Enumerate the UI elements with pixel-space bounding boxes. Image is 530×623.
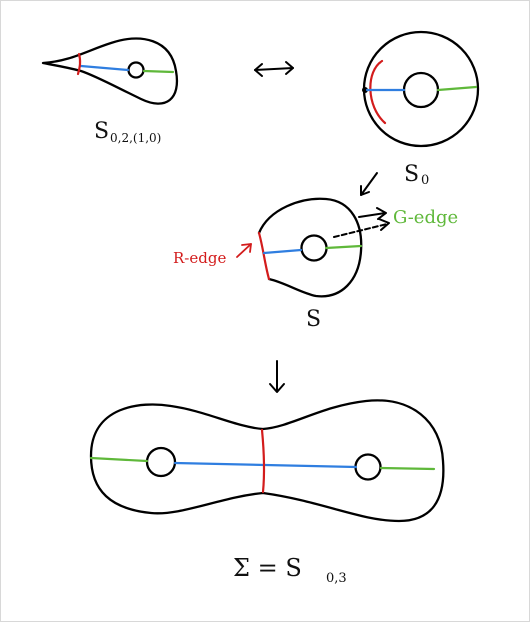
down-left-arrow-icon (360, 172, 378, 196)
label-s-subscript: 0,2,(1,0) (110, 131, 161, 145)
double-headed-arrow-icon (254, 61, 294, 77)
label-s-subscript: 0 (421, 173, 429, 188)
blue-arc (173, 461, 358, 469)
surface-s-0-2-1-0: S 0,2,(1,0) (41, 37, 179, 145)
left-green-arc (89, 456, 149, 463)
red-curve (76, 52, 82, 76)
label-s-main: S (404, 162, 419, 187)
label-sigma-equals-s: Σ = S (233, 554, 302, 582)
blue-arc (262, 248, 303, 255)
r-edge-label: R-edge (173, 249, 226, 267)
green-arc (436, 85, 478, 92)
surface-s-0: S 0 (362, 30, 480, 188)
surface-s: S (257, 197, 363, 332)
marked-point (362, 87, 368, 93)
boundary-hole-circle (127, 61, 145, 79)
red-edge (257, 231, 271, 281)
right-green-arc (379, 466, 436, 471)
pair-of-pants-outline (89, 399, 445, 523)
r-edge-annotation: R-edge (173, 243, 252, 267)
s-outline (257, 197, 363, 298)
surface-s-0-3: Σ = S 0,3 (89, 399, 445, 586)
green-arc (324, 244, 363, 250)
label-s-subscript: 0,3 (326, 571, 347, 586)
g-edge-annotation: G-edge (333, 207, 458, 238)
teardrop-outline (41, 37, 179, 105)
down-arrow-icon (269, 360, 285, 393)
red-curve (260, 428, 266, 494)
g-edge-label: G-edge (393, 207, 458, 228)
label-s-main: S (306, 307, 321, 332)
right-hole-circle (354, 453, 382, 481)
blue-arc (79, 64, 130, 72)
boundary-hole-circle (300, 234, 328, 262)
left-hole-circle (145, 446, 177, 478)
green-arc (142, 69, 175, 74)
inner-circle (402, 71, 440, 109)
red-curve (369, 59, 387, 125)
label-s-main: S (94, 119, 109, 144)
